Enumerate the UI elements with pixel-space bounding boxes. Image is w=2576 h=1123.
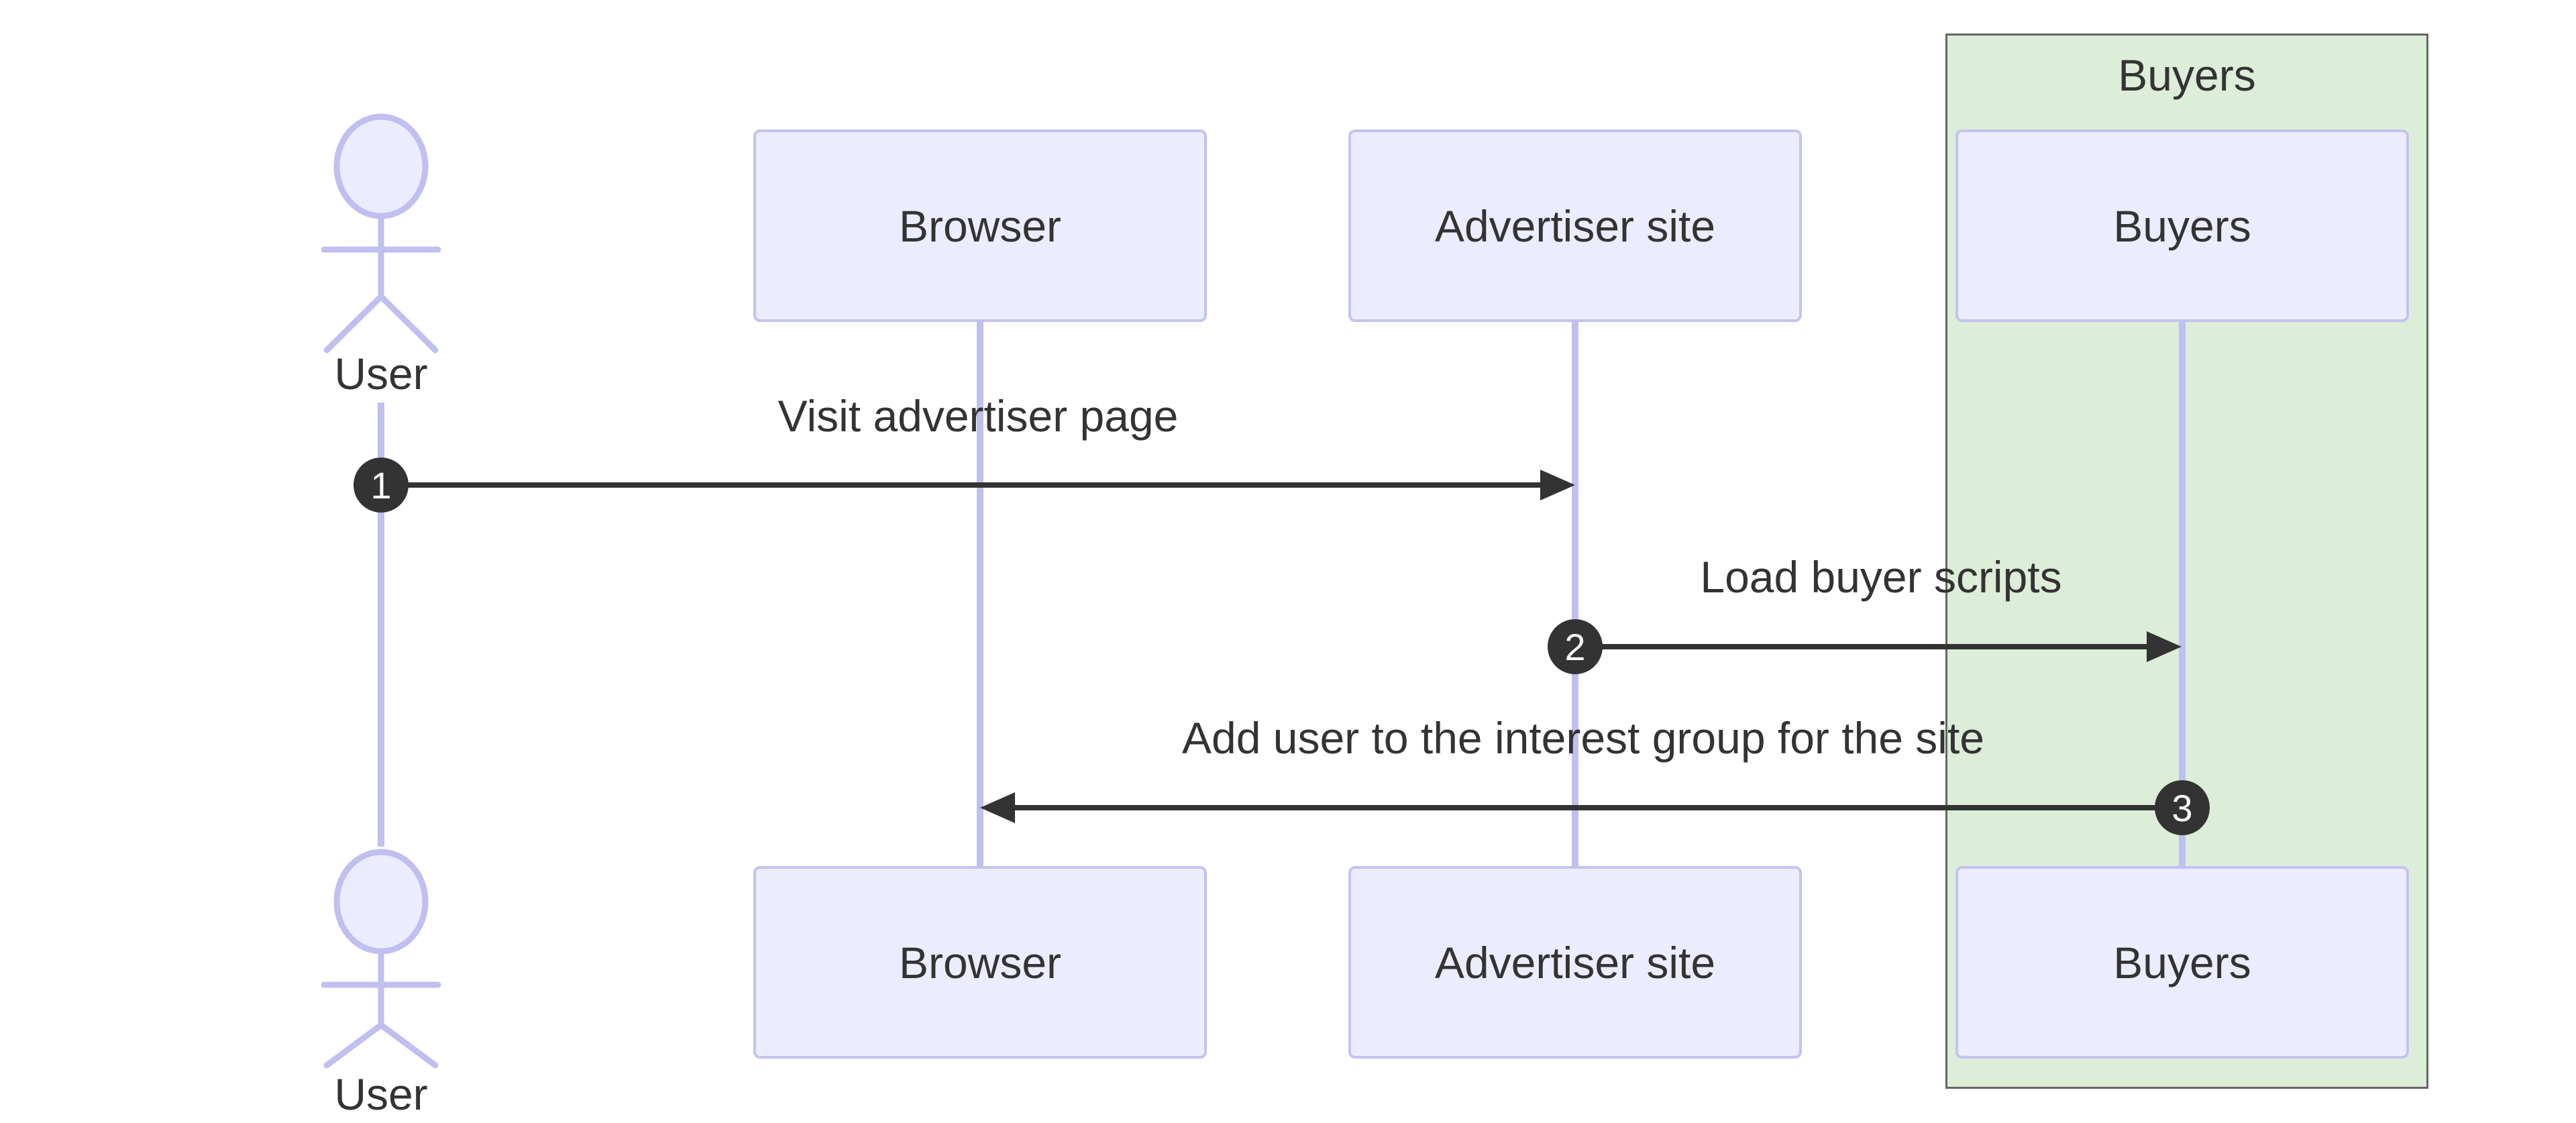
actor-head <box>333 849 429 955</box>
actor-leg-right <box>378 293 439 354</box>
actor-head <box>333 113 429 219</box>
actor-label-user-top: User <box>334 349 428 398</box>
actor-leg-right <box>378 1022 439 1069</box>
message-1-line <box>381 482 1543 488</box>
actor-figure-user-bottom <box>321 849 441 1069</box>
actor-figure-user-top <box>321 113 441 354</box>
message-3-line <box>1012 805 2182 810</box>
message-3-label: Add user to the interest group for the s… <box>1181 713 1985 763</box>
participant-label: Buyers <box>2113 201 2251 251</box>
participant-box-browser-top: Browser <box>753 129 1207 322</box>
actor-leg-left <box>323 293 384 354</box>
message-3-arrowhead-icon <box>980 792 1015 823</box>
participant-box-buyers-bottom: Buyers <box>1955 866 2409 1059</box>
participant-box-buyers-top: Buyers <box>1955 129 2409 322</box>
lifeline-browser <box>977 321 983 866</box>
participant-label: Advertiser site <box>1434 937 1716 987</box>
participant-label: Advertiser site <box>1434 201 1716 251</box>
participant-box-advertiser-site-top: Advertiser site <box>1348 129 1802 322</box>
actor-leg-left <box>323 1022 384 1069</box>
lifeline-user <box>378 403 384 847</box>
participant-label: Buyers <box>2113 937 2251 987</box>
message-2-arrowhead-icon <box>2147 631 2182 662</box>
message-1-arrowhead-icon <box>1540 470 1575 500</box>
sequence-number-badge-2: 2 <box>1548 619 1603 674</box>
message-2-label: Load buyer scripts <box>1700 552 2062 602</box>
participant-box-advertiser-site-bottom: Advertiser site <box>1348 866 1802 1059</box>
lifeline-advertiser-site <box>1572 321 1578 866</box>
participant-label: Browser <box>898 201 1062 251</box>
message-2-line <box>1575 644 2149 649</box>
lifeline-buyers <box>2179 321 2186 866</box>
group-label-buyers: Buyers <box>2118 50 2256 100</box>
message-1-label: Visit advertiser page <box>777 391 1179 441</box>
participant-box-browser-bottom: Browser <box>753 866 1207 1059</box>
sequence-number-badge-1: 1 <box>354 458 409 513</box>
sequence-number-badge-3: 3 <box>2155 780 2210 835</box>
participant-label: Browser <box>898 937 1062 987</box>
actor-label-user-bottom: User <box>334 1069 428 1119</box>
